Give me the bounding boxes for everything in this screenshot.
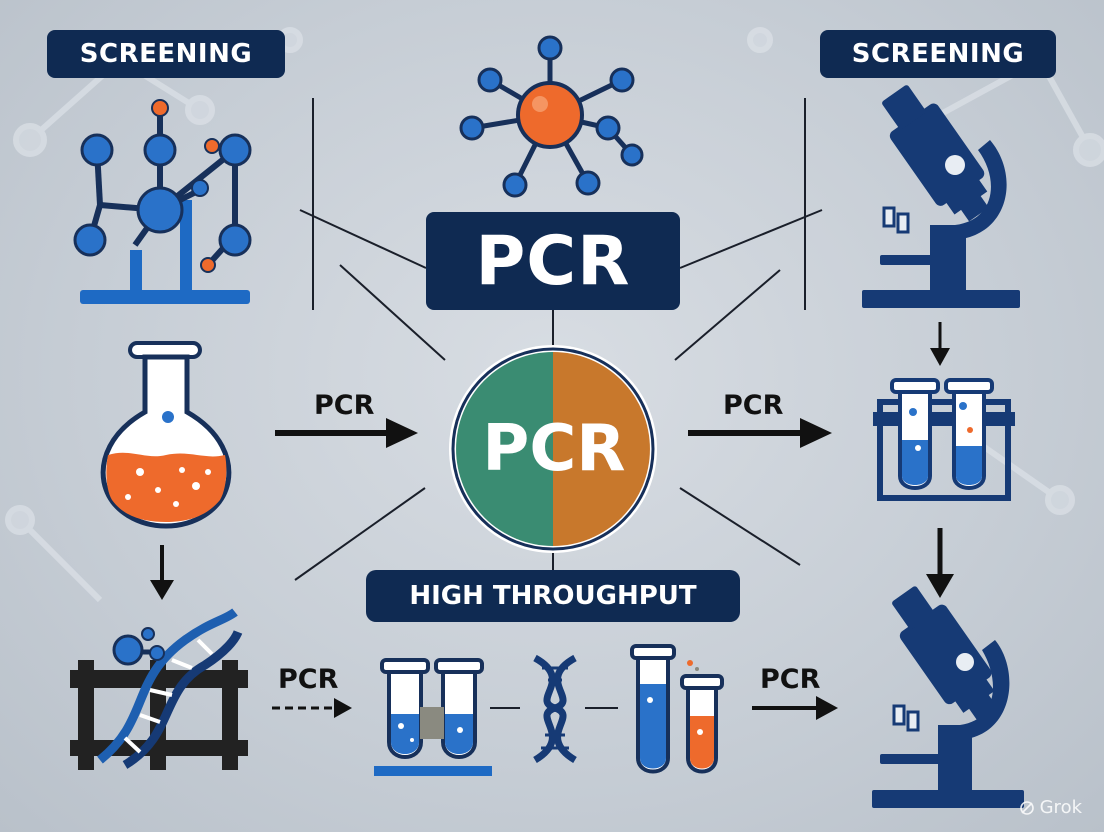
pcr-bottom-label-right: PCR — [760, 664, 821, 695]
pcr-bottom-label-left: PCR — [278, 664, 339, 695]
orange-atom-icon — [459, 35, 644, 198]
high-throughput-label: HIGH THROUGHPUT — [366, 570, 740, 622]
microscope-icon — [862, 85, 1020, 308]
test-tube-rack-icon — [873, 378, 1015, 501]
arrow-down-left — [150, 545, 174, 600]
molecule-network-icon — [73, 99, 252, 304]
microscope-bottom-icon — [872, 586, 1024, 808]
grok-logo-icon — [1019, 800, 1034, 815]
arrow-down-right-bottom — [926, 528, 954, 598]
pcr-arrow-label-left: PCR — [314, 390, 375, 421]
screening-label-left: SCREENING — [47, 30, 285, 78]
arrow-left — [275, 418, 418, 448]
center-pcr-circle — [449, 345, 657, 553]
watermark-text: Grok — [1039, 797, 1082, 818]
screening-label-right: SCREENING — [820, 30, 1056, 78]
pcr-arrow-label-right: PCR — [723, 390, 784, 421]
arrow-down-right-top — [930, 322, 950, 366]
dna-on-rack-icon — [70, 608, 248, 770]
pcr-circle-label: PCR — [482, 412, 626, 486]
dna-helix-icon — [533, 654, 577, 763]
connector-lines — [294, 98, 823, 709]
tall-test-tubes-icon — [630, 644, 724, 774]
arrow-bottom-left-dashed — [272, 698, 352, 718]
test-tubes-icon — [374, 658, 492, 776]
flask-icon — [100, 341, 232, 529]
arrow-bottom-right — [752, 696, 838, 720]
pcr-title-box: PCR — [426, 212, 680, 310]
grok-watermark: Grok — [1019, 797, 1082, 818]
arrow-right — [688, 418, 832, 448]
